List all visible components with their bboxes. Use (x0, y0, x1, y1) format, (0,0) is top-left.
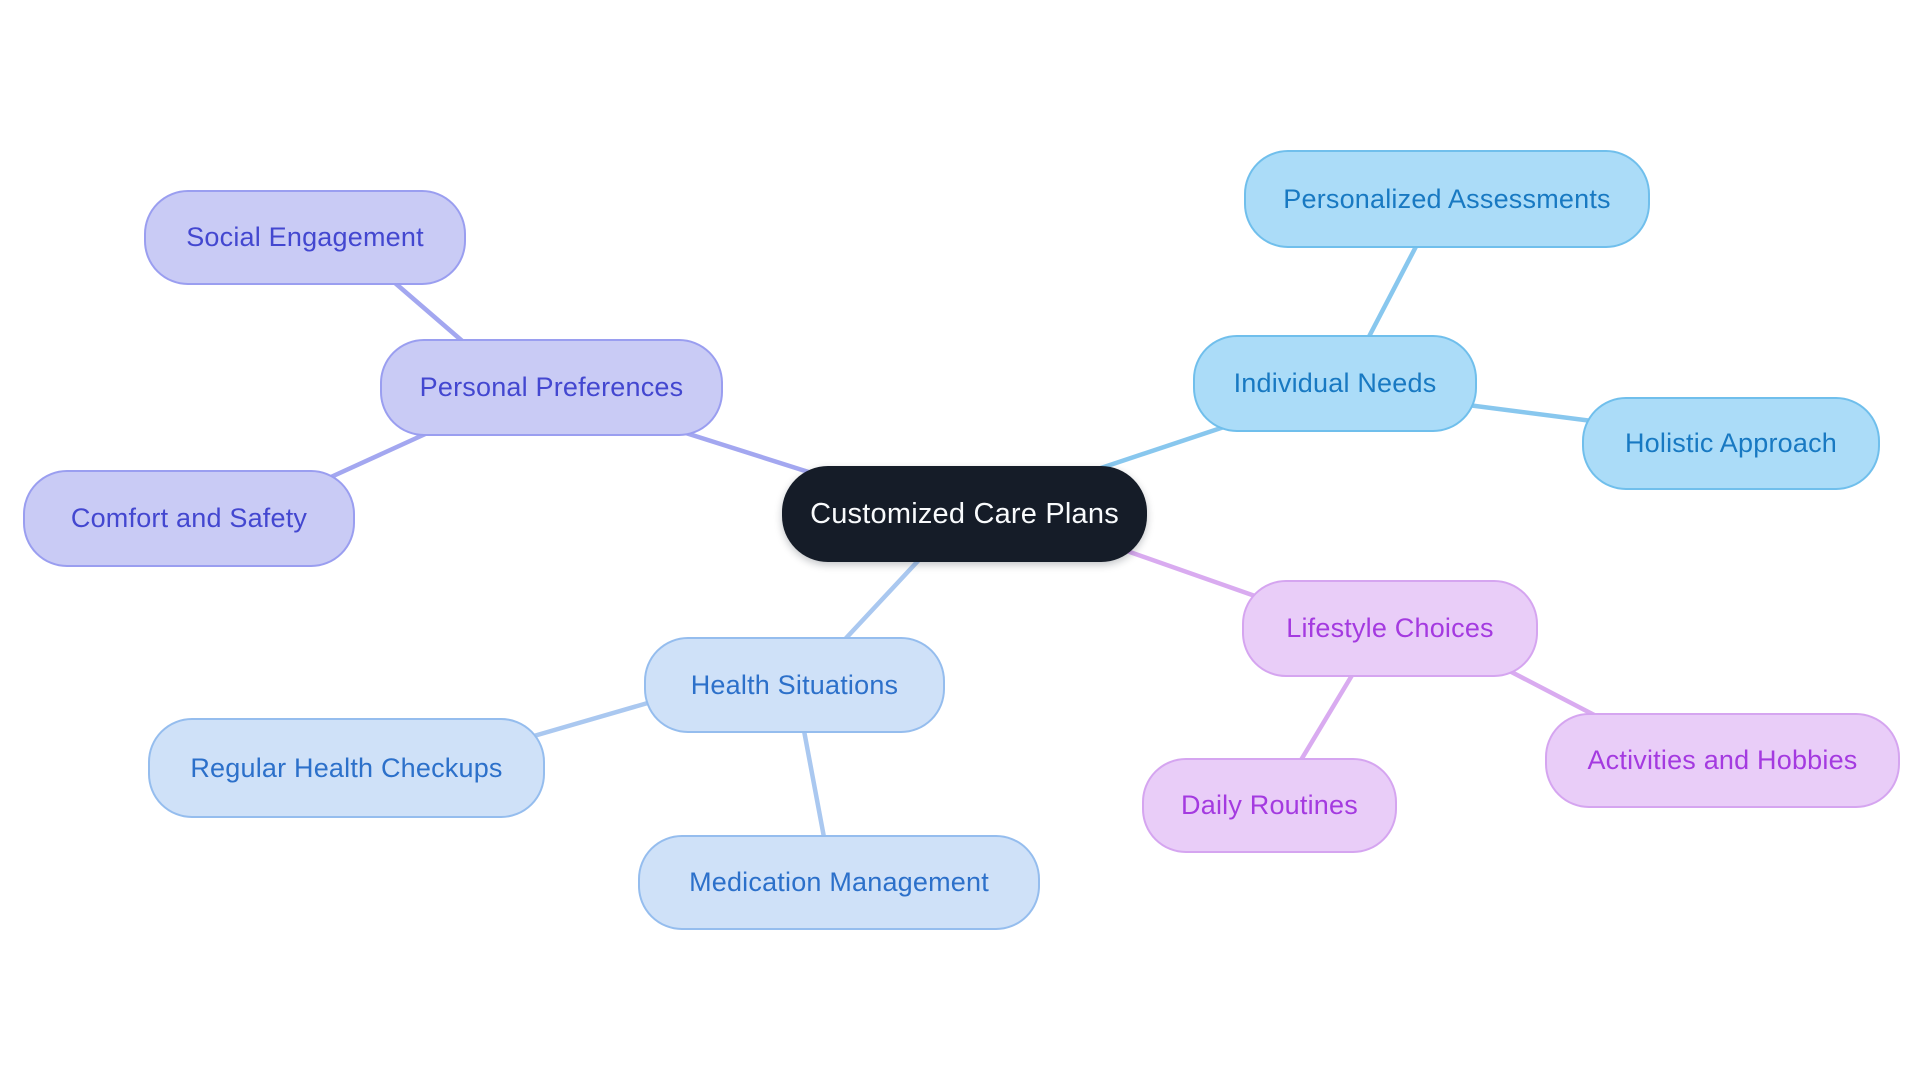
node-personalized-assessments[interactable]: Personalized Assessments (1244, 150, 1650, 248)
central-node-customized-care-plans[interactable]: Customized Care Plans (782, 466, 1147, 562)
edge-health-situations-medication-management (799, 717, 829, 851)
node-holistic-approach[interactable]: Holistic Approach (1582, 397, 1880, 490)
node-daily-routines[interactable]: Daily Routines (1142, 758, 1397, 853)
node-label: Holistic Approach (1624, 428, 1837, 458)
edge-health-situations-regular-health-checkups (517, 695, 668, 743)
node-social-engagement[interactable]: Social Engagement (144, 190, 466, 285)
node-regular-health-checkups[interactable]: Regular Health Checkups (148, 718, 545, 818)
node-label: Personalized Assessments (1283, 183, 1611, 214)
edge-lifestyle-choices-activities-and-hobbies (1495, 662, 1603, 721)
node-label: Daily Routines (1181, 790, 1358, 820)
node-label: Regular Health Checkups (190, 752, 503, 783)
node-health-situations[interactable]: Health Situations (644, 637, 945, 733)
node-label: Comfort and Safety (70, 503, 308, 533)
node-label: Individual Needs (1233, 368, 1437, 398)
edge-lifestyle-choices-daily-routines (1295, 659, 1363, 768)
central-node-label: Customized Care Plans (810, 497, 1119, 530)
node-label: Personal Preferences (419, 372, 684, 402)
node-activities-and-hobbies[interactable]: Activities and Hobbies (1545, 713, 1900, 808)
node-comfort-and-safety[interactable]: Comfort and Safety (23, 470, 355, 567)
node-personal-preferences[interactable]: Personal Preferences (380, 339, 723, 436)
node-label: Lifestyle Choices (1286, 613, 1494, 643)
edge-individual-needs-personalized-assessments (1359, 232, 1425, 353)
node-lifestyle-choices[interactable]: Lifestyle Choices (1242, 580, 1538, 677)
node-individual-needs[interactable]: Individual Needs (1193, 335, 1477, 432)
node-label: Medication Management (689, 867, 989, 897)
edge-individual-needs-holistic-approach (1457, 401, 1603, 425)
node-medication-management[interactable]: Medication Management (638, 835, 1040, 930)
node-label: Activities and Hobbies (1587, 745, 1858, 775)
edge-center-lifestyle-choices (1107, 542, 1275, 605)
edge-center-health-situations (832, 545, 933, 653)
node-label: Social Engagement (186, 222, 424, 252)
node-label: Health Situations (690, 669, 899, 700)
